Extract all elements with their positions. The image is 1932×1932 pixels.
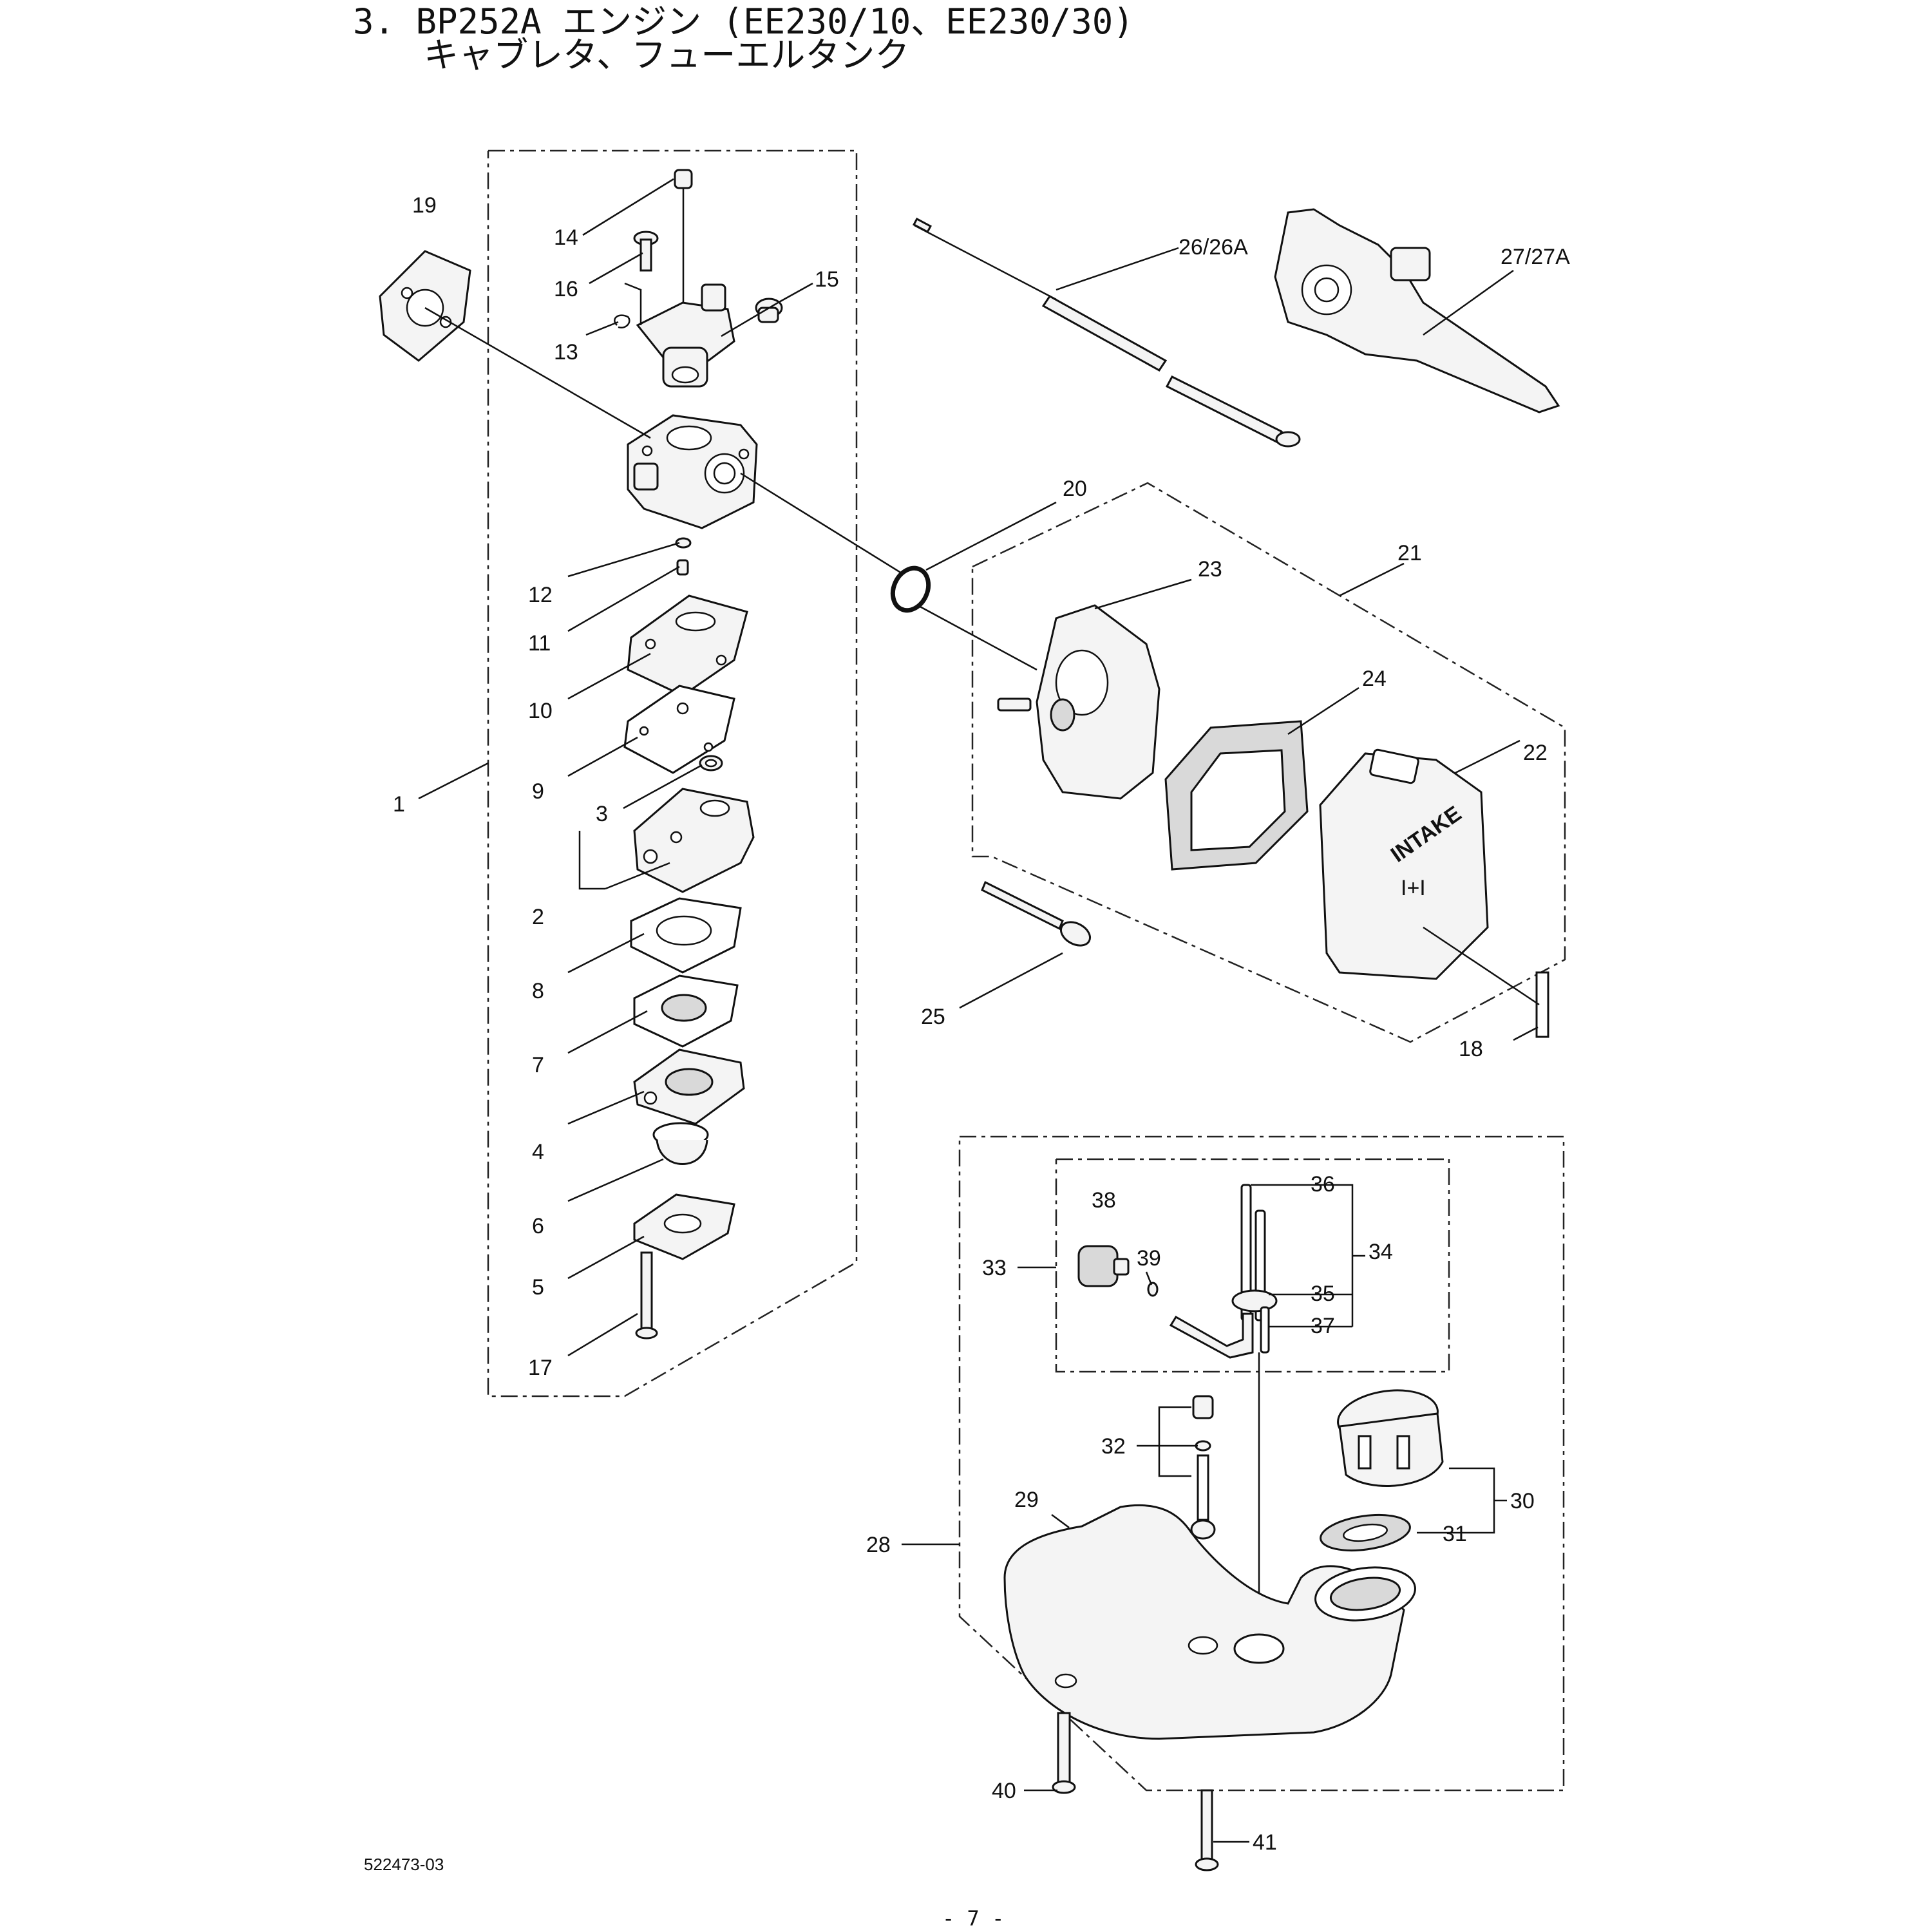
label-3: 3 [596,802,608,826]
page-number: - 7 - [942,1906,1005,1931]
label-10: 10 [528,699,553,723]
arrow-marking: I+I [1401,876,1426,900]
part-26-throttle-cable [913,217,1301,448]
leader-lines [418,178,1540,1843]
label-32: 32 [1101,1434,1126,1459]
air-cleaner-group-boundary [971,482,1566,1043]
part-24-air-filter [1164,720,1309,871]
part-41-tank-screw [1195,1789,1219,1871]
title-line-1: 3. BP252A エンジン (EE230/10、EE230/30) [353,1,1134,42]
part-7-diaphragm [633,974,739,1048]
label-37: 37 [1311,1314,1335,1338]
label-30: 30 [1510,1489,1535,1513]
throttle-lever-assembly [636,283,735,388]
label-19: 19 [412,193,437,218]
label-13: 13 [554,340,578,365]
part-29-fuel-tank [1003,1504,1416,1740]
label-17: 17 [528,1356,553,1380]
label-18: 18 [1459,1037,1483,1061]
part-40-tank-screw [1052,1712,1076,1794]
part-6-primer-bulb [652,1122,709,1165]
part-number-labels: 19 14 16 15 13 12 11 10 9 3 1 2 8 7 4 6 … [393,193,1570,1855]
label-6: 6 [532,1214,544,1238]
part-17-screw [635,1251,658,1340]
label-15: 15 [815,267,839,292]
part-8-gasket [630,897,742,974]
part-12-washer [675,537,692,549]
label-40: 40 [992,1779,1016,1803]
label-7: 7 [532,1053,544,1077]
title-line-2: キャブレタ、フューエルタンク [424,35,910,75]
label-21: 21 [1397,541,1422,565]
part-3-screen [699,755,723,772]
label-5: 5 [532,1275,544,1300]
part-18-label [1535,971,1549,1038]
part-4-cover [633,1048,745,1125]
part-25-bolt [981,880,1091,947]
label-31: 31 [1443,1522,1467,1546]
label-16: 16 [554,277,578,301]
part-5-retainer [633,1193,735,1260]
label-35: 35 [1311,1282,1335,1306]
label-26-26a: 26/26A [1179,235,1248,260]
label-22: 22 [1523,741,1548,765]
label-38: 38 [1092,1188,1116,1213]
part-34-fuel-pipe-assembly [1169,1184,1278,1359]
label-29: 29 [1014,1488,1039,1512]
fuel-tank-group-boundary [958,1135,1565,1792]
part-10-gasket [627,594,748,697]
fuel-line-subgroup-boundary [1055,1158,1450,1373]
part-27-throttle-lever [1274,208,1560,413]
label-4: 4 [532,1140,544,1164]
label-25: 25 [921,1005,945,1029]
label-33: 33 [982,1256,1007,1280]
label-41: 41 [1253,1830,1277,1855]
drawing-code: 522473-03 [364,1855,444,1874]
label-23: 23 [1198,557,1222,582]
label-12: 12 [528,583,553,607]
part-38-fuel-filter [1077,1245,1130,1287]
part-9-diaphragm [623,685,735,774]
carburetor-group-boundary [487,149,858,1397]
part-23-air-cleaner-base [997,604,1160,800]
carburetor-body [627,414,758,529]
part-14-adjusting-screw [674,169,693,303]
part-31-cap-gasket [1320,1513,1411,1552]
part-30-fuel-cap [1337,1389,1444,1487]
part-13-clip [614,314,630,329]
part-32-vent-valve [1190,1395,1216,1540]
label-14: 14 [554,225,578,250]
label-9: 9 [532,779,544,804]
label-2: 2 [532,905,544,929]
part-20-o-ring [890,565,931,613]
label-36: 36 [1311,1172,1335,1197]
label-39: 39 [1137,1246,1161,1271]
label-20: 20 [1063,477,1087,501]
label-27-27a: 27/27A [1501,245,1570,269]
label-34: 34 [1368,1240,1393,1264]
label-8: 8 [532,979,544,1003]
part-22-air-cleaner-cover: INTAKE I+I [1319,748,1489,980]
label-11: 11 [528,631,551,656]
part-16-screw [633,231,659,272]
label-24: 24 [1362,667,1387,691]
part-39-clip [1147,1282,1159,1297]
label-1: 1 [393,792,405,817]
label-28: 28 [866,1533,891,1557]
part-2-pump-body [633,788,755,893]
part-19-insulator-gasket [379,250,471,362]
